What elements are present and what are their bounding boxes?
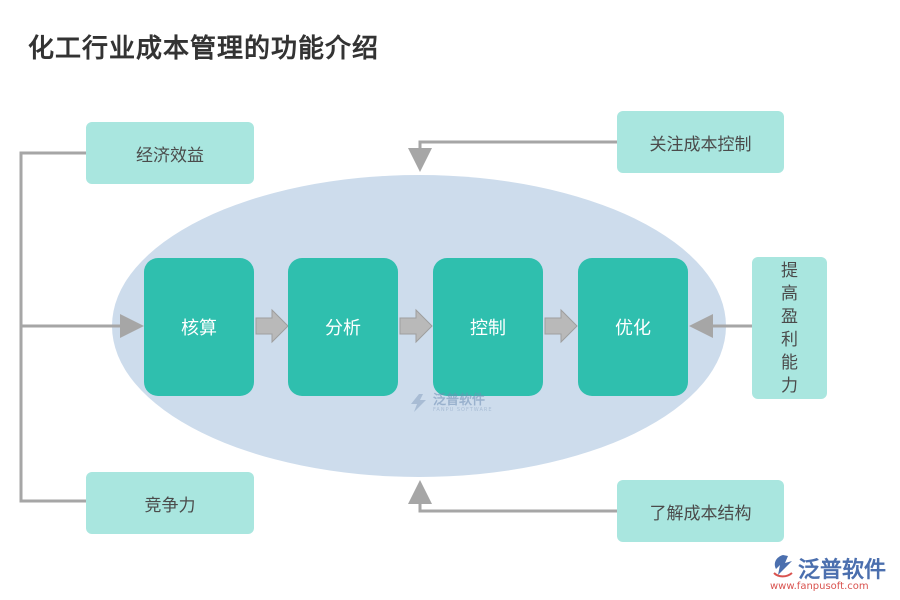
vertical-char: 盈 (781, 307, 798, 327)
box-understand-cost-structure: 了解成本结构 (617, 480, 784, 542)
watermark-sub: FANPU SOFTWARE (433, 406, 493, 413)
box-competitiveness: 竞争力 (86, 472, 254, 534)
center-watermark: 泛普软件 FANPU SOFTWARE (408, 392, 493, 414)
step-accounting: 核算 (144, 258, 254, 396)
vertical-char: 高 (781, 284, 798, 304)
page-title: 化工行业成本管理的功能介绍 (28, 34, 380, 64)
watermark-name: 泛普软件 (433, 392, 486, 408)
vertical-char: 力 (781, 376, 798, 396)
vertical-char: 提 (781, 261, 798, 281)
bottom-feedback-arrow (408, 480, 617, 513)
step-control: 控制 (433, 258, 543, 396)
step-arrow-2 (399, 308, 433, 344)
box-improve-profitability: 提 高 盈 利 能 力 (752, 257, 827, 399)
step-optimization: 优化 (578, 258, 688, 396)
box-economic-benefit: 经济效益 (86, 122, 254, 184)
vertical-char: 能 (781, 353, 798, 373)
brand-url: www.fanpusoft.com (770, 581, 869, 592)
top-feedback-arrow (408, 140, 617, 172)
step-arrow-3 (544, 308, 578, 344)
brand-logo-icon (773, 555, 793, 578)
box-focus-cost-control: 关注成本控制 (617, 111, 784, 173)
vertical-char: 利 (781, 330, 798, 350)
watermark-logo-icon (411, 394, 426, 412)
step-arrow-1 (255, 308, 289, 344)
step-analysis: 分析 (288, 258, 398, 396)
brand-name: 泛普软件 (798, 558, 887, 583)
